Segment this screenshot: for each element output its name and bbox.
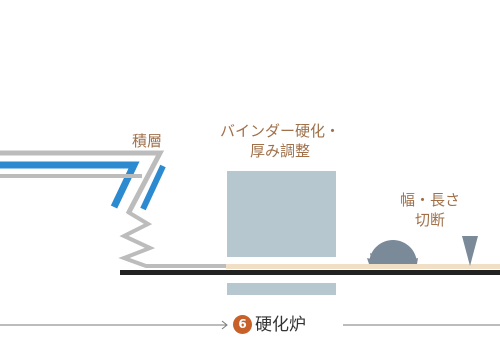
circular-saw-icon xyxy=(367,240,418,264)
lamination-label: 積層 xyxy=(131,132,162,150)
binder-curing-label: バインダー硬化・ 厚み調整 xyxy=(210,121,350,161)
step-number-badge: 6 xyxy=(233,315,252,334)
lamination-layers xyxy=(0,150,166,216)
cutting-label-line1: 幅・長さ xyxy=(399,191,460,209)
fiber-layer-top xyxy=(0,150,165,216)
cutting-label: 幅・長さ 切断 xyxy=(388,190,472,230)
binder-curing-label-line2: 厚み調整 xyxy=(249,142,310,160)
folded-stack xyxy=(118,210,226,268)
footer-arrow xyxy=(221,320,228,330)
cutting-label-line2: 切断 xyxy=(414,211,445,229)
footer-title-text: 硬化炉 xyxy=(255,315,306,335)
fiber-layer-middle xyxy=(0,161,140,209)
cutter-blade-icon xyxy=(462,236,478,266)
oven-upper-block xyxy=(227,171,336,257)
mat-layer xyxy=(226,264,500,269)
binder-curing-label-line1: バインダー硬化・ xyxy=(219,122,340,140)
fiber-layer-blue-right xyxy=(140,164,166,211)
conveyor-belt xyxy=(120,270,500,275)
oven-lower-block xyxy=(227,283,336,295)
